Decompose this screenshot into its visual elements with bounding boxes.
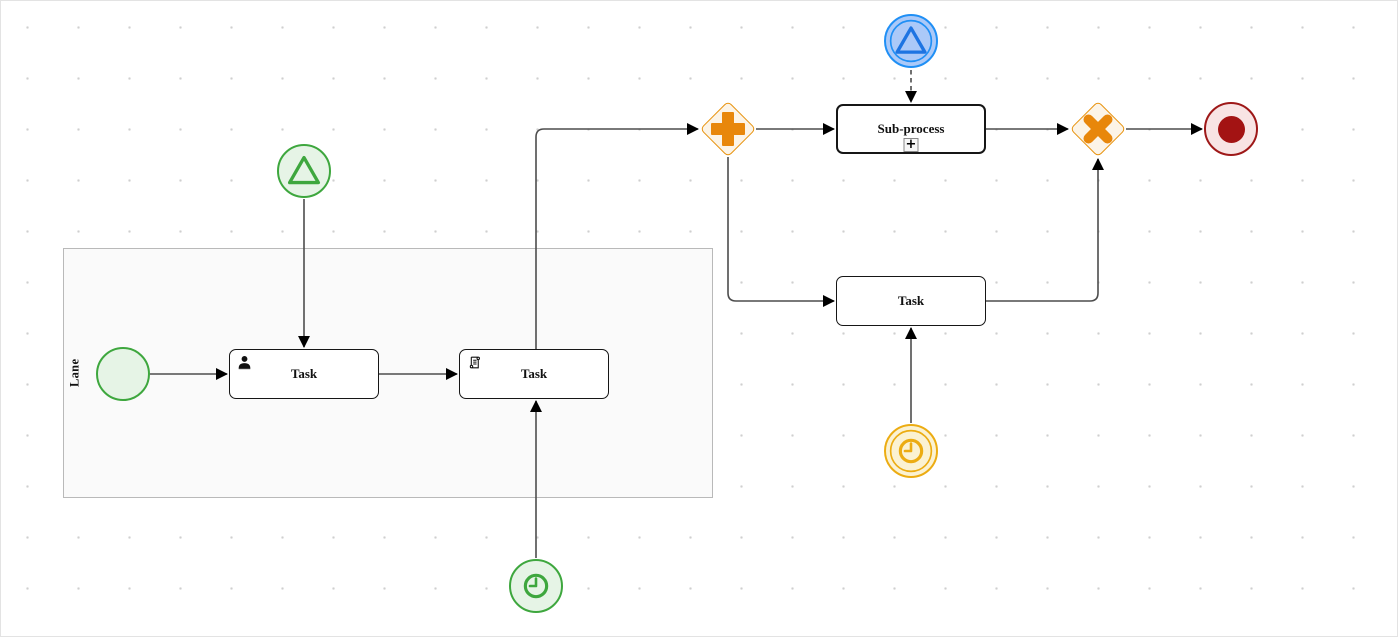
plus-icon [711,112,745,146]
script-task-label: Task [520,366,548,381]
timer-intermediate-event[interactable] [884,424,938,478]
clock-icon [889,429,933,473]
task-label: Task [897,293,925,308]
subprocess-expand-marker[interactable]: + [903,138,919,152]
signal-intermediate-event[interactable] [884,14,938,68]
exclusive-gateway[interactable] [1069,100,1127,158]
user-icon [238,356,251,370]
subprocess[interactable]: Sub-process + [836,104,986,154]
timer-start-event[interactable] [509,559,563,613]
script-icon [469,356,480,369]
flow-parallel-gateway-to-task [727,157,835,307]
x-icon [1083,114,1113,144]
signal-triangle-icon [889,19,933,63]
user-task-label: Task [290,366,318,381]
task[interactable]: Task [836,276,986,326]
flow-script-task-to-parallel-gateway [535,123,699,349]
terminate-dot [1217,115,1245,143]
signal-start-event[interactable] [277,144,331,198]
flow-task-to-exclusive-gateway [986,158,1104,302]
script-task[interactable]: Task [459,349,609,399]
subprocess-label: Sub-process [877,121,945,136]
signal-triangle-icon [287,155,321,185]
user-task[interactable]: Task [229,349,379,399]
parallel-gateway[interactable] [699,100,757,158]
terminate-end-event[interactable] [1204,102,1258,156]
start-event[interactable] [96,347,150,401]
clock-icon [523,573,549,599]
